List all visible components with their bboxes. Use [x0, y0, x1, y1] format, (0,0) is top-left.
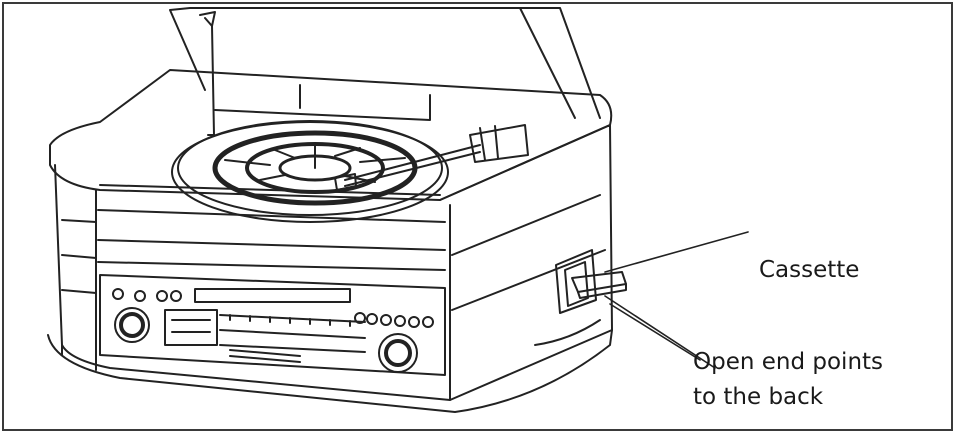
callout-cassette: Cassette [759, 257, 860, 283]
tonearm [334, 124, 529, 191]
leader-lines [604, 231, 749, 369]
cabinet-right-side [439, 124, 613, 401]
control-panel [99, 274, 446, 376]
cassette [571, 271, 627, 299]
callout-open-end-line1: Open end points [693, 349, 884, 375]
callout-open-end-line2: to the back [693, 384, 824, 410]
cabinet-base [47, 329, 613, 413]
lid-support-arm [199, 11, 216, 136]
cassette-slot [555, 249, 597, 314]
lid [169, 7, 601, 119]
volume-knob [114, 307, 150, 343]
tuning-knob [378, 333, 418, 373]
diagram-frame [2, 2, 953, 431]
